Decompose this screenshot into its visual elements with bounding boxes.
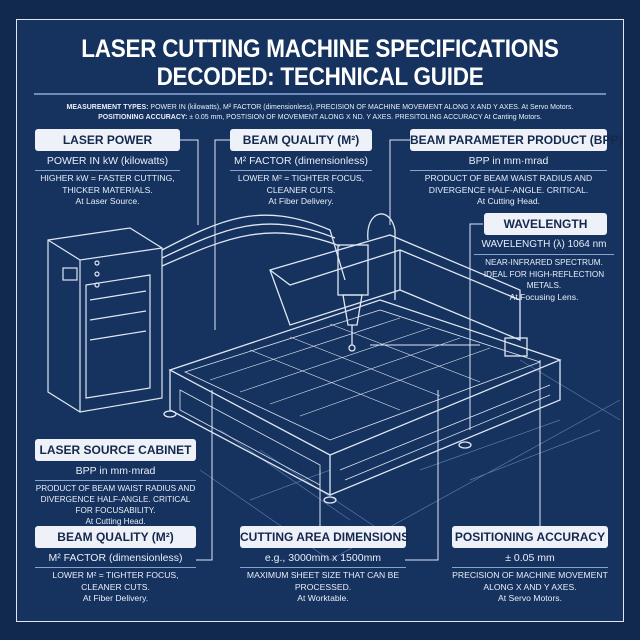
card-subtitle: e.g., 3000mm x 1500mm: [240, 551, 406, 568]
leader-lines: [180, 139, 541, 561]
card-bpp: BEAM PARAMETER PRODUCT (BPP) BPP in mm·m…: [410, 129, 622, 208]
card-positioning-accuracy: POSITIONING ACCURACY ± 0.05 mm PRECISION…: [452, 526, 608, 605]
card-location: At Fiber Delivery.: [82, 593, 149, 603]
card-laser-power: LASER POWER POWER IN kW (kilowatts) HIGH…: [35, 129, 180, 208]
card-label: WAVELENGTH: [484, 213, 607, 235]
cutting-head: [337, 244, 369, 352]
card-description: HIGHER kW = FASTER CUTTING, THICKER MATE…: [40, 173, 175, 195]
card-description: NEAR-INFRARED SPECTRUM. IDEAL FOR HIGH-R…: [483, 258, 605, 290]
card-subtitle: ± 0.05 mm: [452, 551, 608, 568]
machine-bed: [163, 299, 562, 504]
positioning-accuracy-label: POSITIONING ACCURACY:: [98, 112, 188, 121]
card-location: At Fiber Delivery.: [268, 196, 334, 206]
title-line-2: DECODED: TECHNICAL GUIDE: [156, 63, 484, 91]
card-description: MAXIMUM SHEET SIZE THAT CAN BE PROCESSED…: [246, 570, 400, 592]
card-subtitle: BPP in mm·mrad: [35, 464, 196, 481]
page-title: LASER CUTTING MACHINE SPECIFICATIONS DEC…: [50, 35, 590, 91]
positioning-accuracy-note: POSITIONING ACCURACY: ± 0.05 mm, POSTISI…: [44, 112, 596, 122]
positioning-accuracy-text: ± 0.05 mm, POSTISION OF MOVEMENT ALONG X…: [189, 112, 542, 121]
servo-motor: [504, 337, 528, 357]
card-description: PRECISION OF MACHINE MOVEMENT ALONG X AN…: [452, 570, 608, 592]
card-label: CUTTING AREA DIMENSIONS: [240, 526, 409, 548]
card-location: At Cutting Head.: [85, 517, 146, 526]
card-description: PRODUCT OF BEAM WAIST RADIUS AND DIVERGE…: [424, 173, 593, 195]
card-description: LOWER M² = TIGHTER FOCUS, CLEANER CUTS.: [52, 570, 179, 592]
card-label: BEAM QUALITY (M²): [230, 129, 372, 151]
gantry: [269, 234, 528, 357]
card-label: BEAM PARAMETER PRODUCT (BPP): [410, 129, 622, 151]
card-label: LASER POWER: [35, 129, 180, 151]
card-subtitle: M² FACTOR (dimensionless): [35, 551, 196, 568]
laser-cabinet: [47, 227, 163, 413]
card-location: At Servo Motors.: [498, 593, 562, 603]
card-beam-quality-bottom: BEAM QUALITY (M²) M² FACTOR (dimensionle…: [35, 526, 196, 605]
card-location: At Cutting Head.: [476, 196, 541, 206]
card-subtitle: M² FACTOR (dimensionless): [230, 154, 372, 171]
card-wavelength: WAVELENGTH WAVELENGTH (λ) 1064 nm NEAR-I…: [474, 213, 614, 303]
measurement-types: MEASUREMENT TYPES: POWER IN (kilowatts),…: [44, 102, 596, 112]
card-label: POSITIONING ACCURACY: [452, 526, 608, 548]
card-description: LOWER M² = TIGHTER FOCUS, CLEANER CUTS.: [237, 173, 365, 195]
card-subtitle: POWER IN kW (kilowatts): [35, 154, 180, 171]
card-label: BEAM QUALITY (M²): [35, 526, 196, 548]
title-divider: [34, 93, 606, 95]
card-location: At Focusing Lens.: [509, 291, 579, 302]
card-cutting-area: CUTTING AREA DIMENSIONS e.g., 3000mm x 1…: [240, 526, 409, 605]
card-subtitle: WAVELENGTH (λ) 1064 nm: [474, 238, 614, 255]
measurement-types-label: MEASUREMENT TYPES:: [66, 102, 149, 111]
title-line-1: LASER CUTTING MACHINE SPECIFICATIONS: [81, 35, 559, 63]
card-description: PRODUCT OF BEAM WAIST RADIUS AND DIVERGE…: [35, 484, 196, 515]
card-beam-quality-top: BEAM QUALITY (M²) M² FACTOR (dimensionle…: [230, 129, 372, 208]
measurement-types-text: POWER IN (kilowatts), M² FACTOR (dimensi…: [150, 102, 574, 111]
card-location: At Laser Source.: [75, 196, 140, 206]
card-label: LASER SOURCE CABINET: [35, 439, 196, 461]
card-subtitle: BPP in mm·mrad: [410, 154, 607, 171]
fiber-cables: [161, 213, 396, 300]
card-laser-source-cabinet: LASER SOURCE CABINET BPP in mm·mrad PROD…: [35, 439, 196, 528]
card-location: At Worktable.: [297, 593, 349, 603]
